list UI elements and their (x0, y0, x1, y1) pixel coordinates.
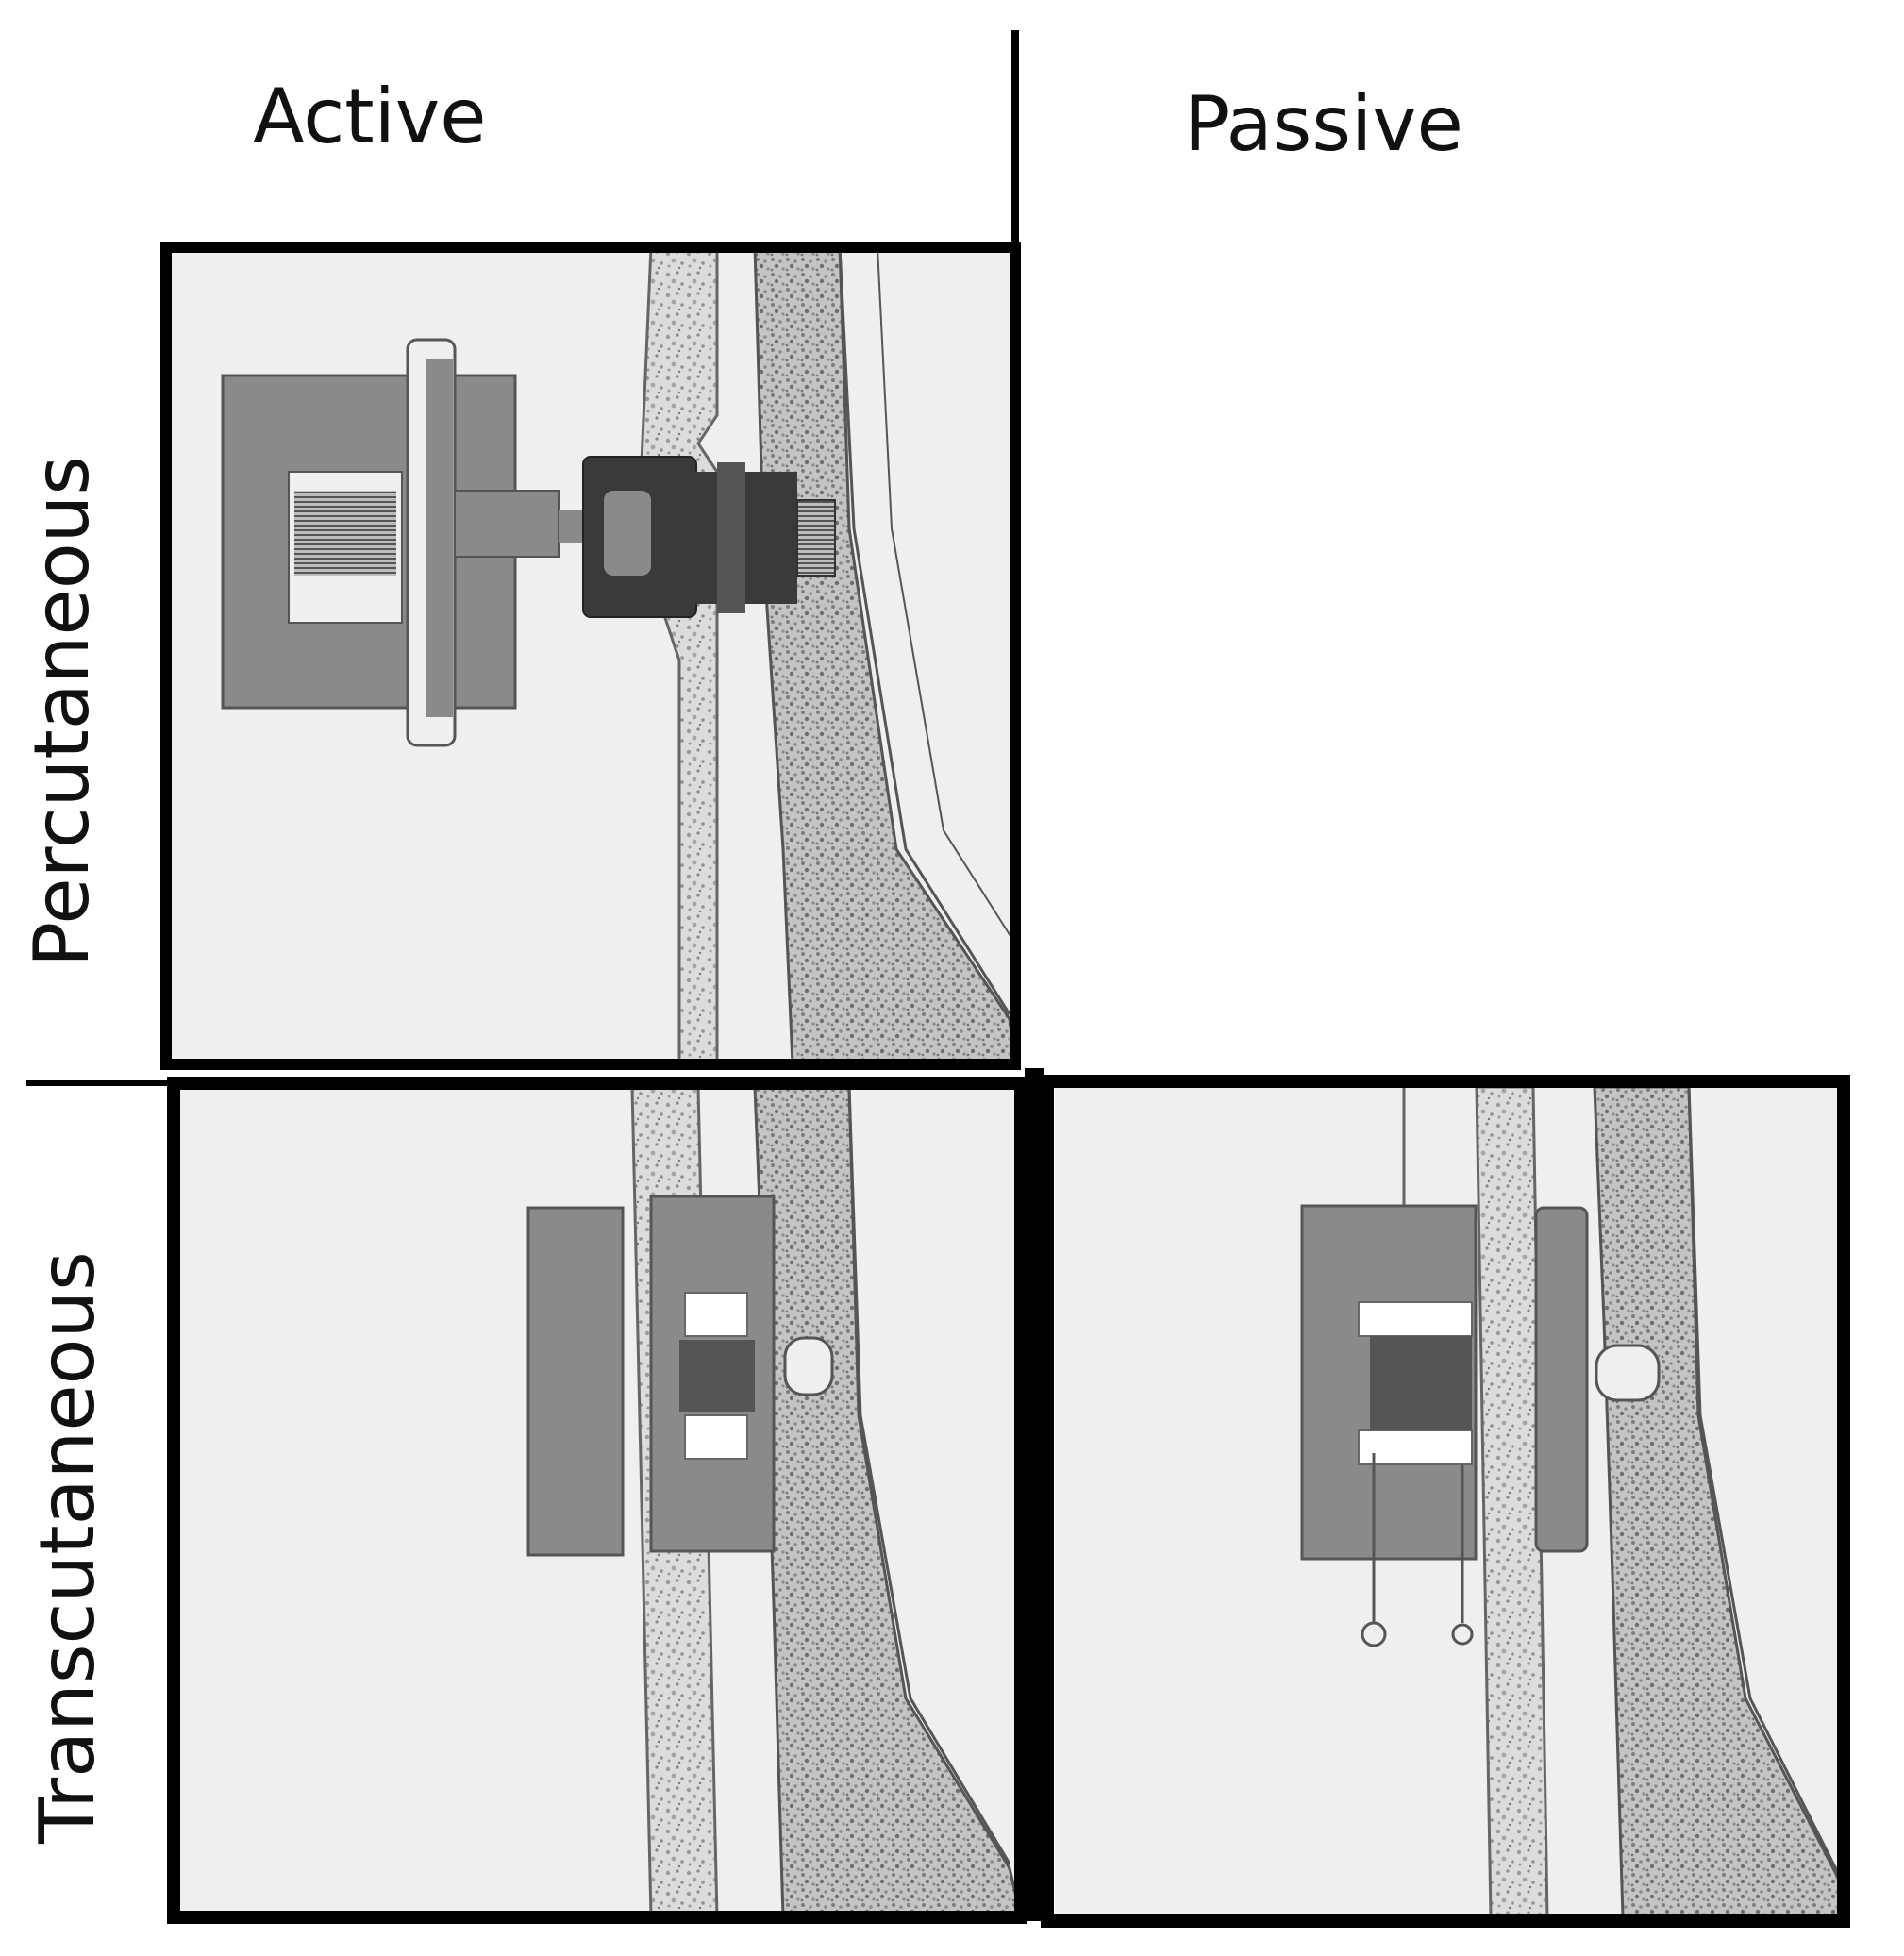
column-header-passive: Passive (1184, 80, 1463, 168)
grid-frame (26, 30, 1850, 1928)
column-header-active: Active (253, 73, 487, 160)
panel-active-percutaneous (166, 245, 1017, 1066)
panel-passive-transcutaneous (1055, 1085, 1846, 1919)
panel-active-transcutaneous (174, 1085, 1023, 1919)
